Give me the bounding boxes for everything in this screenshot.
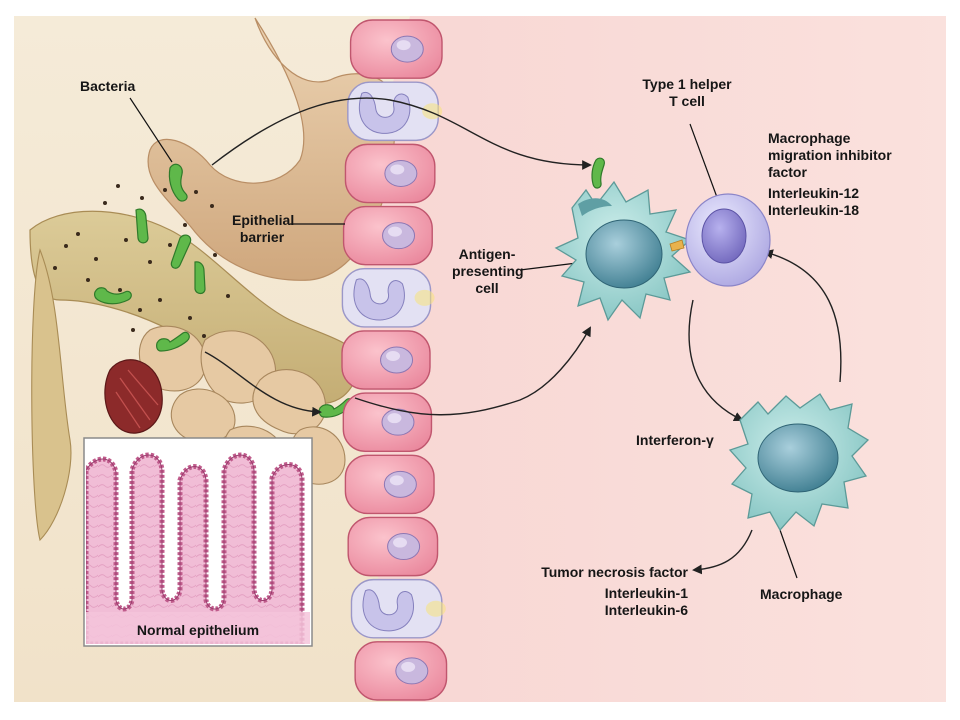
intestines bbox=[29, 17, 397, 542]
bacteria-group bbox=[94, 157, 605, 418]
bacterial-debris bbox=[53, 184, 230, 338]
t-cell-factors-list: Macrophage migration inhibitor factor In… bbox=[768, 130, 892, 218]
bacterium bbox=[168, 163, 188, 202]
macrophage-cell bbox=[728, 393, 870, 532]
type-1-helper-t-cell bbox=[685, 193, 771, 287]
epithelial-cell bbox=[347, 516, 439, 577]
bacterium bbox=[94, 287, 132, 305]
epithelial-cell bbox=[342, 392, 433, 452]
epithelial-cell bbox=[344, 454, 435, 515]
bacterium bbox=[194, 261, 206, 295]
normal-epithelium-caption: Normal epithelium bbox=[136, 622, 260, 638]
macrophage-factors-list: Tumor necrosis factor Interleukin-1 Inte… bbox=[541, 564, 688, 618]
antigen-presenting-cell-label: Antigen- presenting cell bbox=[452, 246, 524, 296]
bacteria-label: Bacteria bbox=[80, 78, 136, 94]
macrophage-label: Macrophage bbox=[760, 586, 843, 602]
bacterium bbox=[135, 208, 149, 244]
type-1-helper-t-cell-label: Type 1 helper T cell bbox=[642, 76, 732, 109]
bacterium bbox=[591, 157, 605, 189]
bacterium bbox=[156, 331, 190, 352]
epithelial-cell bbox=[342, 205, 433, 266]
epithelial-cell bbox=[344, 143, 436, 204]
epithelial-cell bbox=[354, 641, 448, 701]
interferon-gamma-label: Interferon-γ bbox=[636, 432, 714, 448]
sampling-epithelial-cell bbox=[350, 578, 446, 639]
epithelial-cell bbox=[349, 19, 443, 79]
epithelial-layer bbox=[341, 19, 448, 701]
bacterium bbox=[170, 234, 192, 269]
antigen-presenting-cell bbox=[554, 180, 692, 322]
leader-lines bbox=[129, 97, 798, 579]
flow-arrows bbox=[204, 97, 842, 575]
sampling-epithelial-cell bbox=[341, 268, 435, 328]
normal-epithelium-inset bbox=[83, 437, 313, 647]
epithelial-cell bbox=[341, 330, 431, 390]
epithelial-barrier-label: Epithelial barrier bbox=[232, 212, 295, 245]
